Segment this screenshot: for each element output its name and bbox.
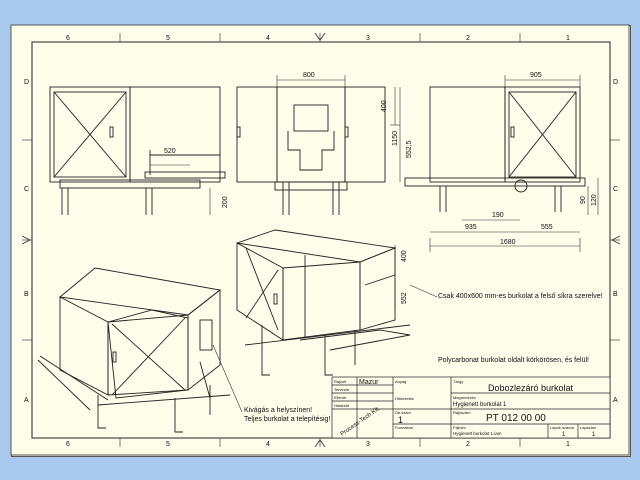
zone-top-5: 5 (166, 35, 170, 42)
tb-format-label: Formátum (395, 425, 414, 430)
dim-120: 120 (591, 194, 598, 206)
title-block (331, 376, 611, 439)
zone-bottom-4: 4 (266, 441, 270, 448)
dim-520: 520 (164, 148, 176, 155)
tb-sheet-value: 1 (562, 432, 566, 438)
note-cutout-line2: Teljes burkolat a telepítésig! (244, 416, 330, 423)
dim-400-top: 400 (381, 100, 388, 112)
center-marks (21, 32, 621, 448)
leader-lines (212, 284, 438, 413)
tb-date-label: Határidő (334, 403, 350, 408)
zone-bottom-3: 3 (366, 441, 370, 448)
note-cutout-line1: Kivágás a helyszínen! (244, 407, 312, 414)
dimension-labels: 800 905 400 1150 552,5 520 200 190 935 5… (164, 72, 598, 304)
dim-552-5: 552,5 (406, 140, 413, 158)
zone-right-D: D (613, 79, 618, 86)
tb-sheet-label: Lapok száma (550, 425, 575, 430)
dim-552-iso: 552 (401, 292, 408, 304)
zone-left-D: D (24, 79, 29, 86)
tb-name-label: Megnevezés (453, 395, 476, 400)
zone-top-3: 3 (366, 35, 370, 42)
dim-1680: 1680 (500, 239, 516, 246)
tb-tolerance-label: Hőkezelés (395, 396, 414, 401)
tb-title: Dobozlezáró burkolat (488, 383, 574, 393)
dimension-lines (150, 75, 599, 310)
zone-right-C: C (613, 186, 618, 193)
dim-800: 800 (303, 72, 315, 79)
tb-scale-label: Db szám (395, 410, 411, 415)
zone-bottom-1: 1 (566, 441, 570, 448)
isometric-view-right (236, 229, 411, 376)
dim-905: 905 (530, 72, 542, 79)
zone-top-2: 2 (466, 35, 470, 42)
dim-190: 190 (492, 212, 504, 219)
tb-drawing-no-label: Rajzszám (453, 410, 471, 415)
tb-drawing-no: PT 012 00 00 (486, 413, 546, 424)
zone-right-A: A (613, 397, 618, 404)
tb-material-label: Anyag (395, 379, 406, 384)
tb-file-label: Fájlnév (453, 425, 466, 430)
zone-top-6: 6 (66, 35, 70, 42)
tb-name-value: Hygienett burkolat 1 (453, 402, 507, 408)
dim-90: 90 (580, 196, 587, 204)
zone-labels: 6 5 4 3 2 1 6 5 4 3 2 1 D C B A D C B A (24, 35, 618, 448)
dim-400-iso: 400 (401, 250, 408, 262)
zone-left-A: A (24, 397, 29, 404)
zone-bottom-2: 2 (466, 441, 470, 448)
tb-checked-label: Tervezte (334, 387, 350, 392)
tb-page-label: Lapszám (580, 425, 597, 430)
zone-top-4: 4 (266, 35, 270, 42)
dim-1150: 1150 (392, 131, 399, 146)
note-only-400x600: Csak 400x600 mm-es burkolat a felső síkr… (438, 293, 603, 300)
dim-200: 200 (222, 196, 229, 208)
zone-left-C: C (24, 186, 29, 193)
tb-approved-label: Ellenőr (334, 395, 347, 400)
front-view (49, 86, 226, 215)
notes: Csak 400x600 mm-es burkolat a felső síkr… (244, 293, 603, 423)
isometric-view-left (37, 267, 231, 433)
tb-page-value: 1 (592, 432, 596, 438)
tb-drawn-value: Mazur (359, 379, 379, 386)
tb-file-value: Hygienett burkolat 1.iam (453, 431, 502, 436)
tb-subject-label: Tárgy (453, 379, 463, 384)
zone-left-B: B (24, 291, 29, 298)
zone-bottom-6: 6 (66, 441, 70, 448)
zone-right-B: B (613, 291, 618, 298)
zone-bottom-5: 5 (166, 441, 170, 448)
tb-scale-value: 1 (398, 415, 403, 425)
right-view (404, 86, 586, 212)
tb-drawn-label: Rajzolt (334, 379, 347, 384)
side-view (236, 86, 386, 215)
dim-555: 555 (541, 224, 553, 231)
dim-935: 935 (465, 224, 477, 231)
zone-top-1: 1 (566, 35, 570, 42)
note-polycarbonate: Polycarbonat burkolat oldalt körkörösen,… (438, 357, 589, 364)
